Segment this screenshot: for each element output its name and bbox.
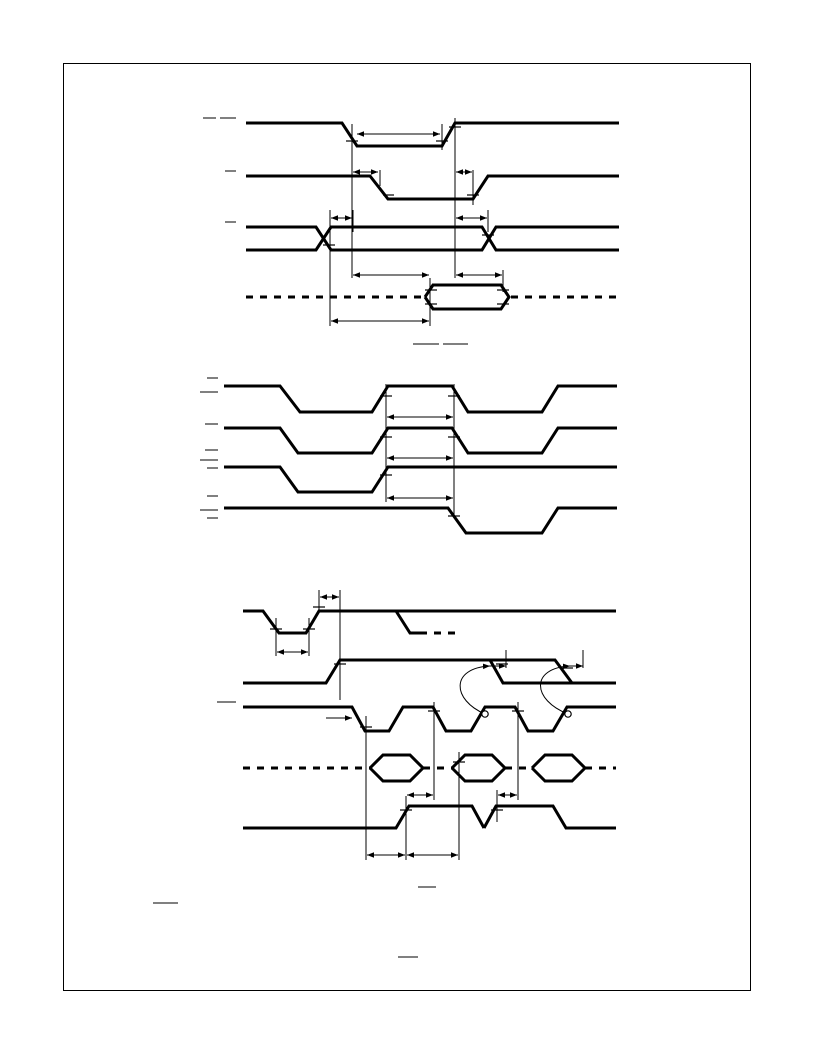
timing-diagram-1 [203,117,619,345]
d2-waveform-1 [224,384,617,414]
d3-circle-marker-2 [564,710,572,718]
d1-tick-marks [323,126,509,305]
d1-waveform-3-bus [246,225,619,252]
d3-waveform-5b [482,804,616,830]
d1-waveform-1 [246,121,619,148]
timing-diagram-2 [200,377,617,535]
d1-reference-lines [329,118,504,326]
d3-waveform-2b [490,658,616,685]
d3-circle-marker-1 [481,710,489,718]
d1-waveform-4-data [246,283,619,311]
d1-waveform-2 [246,174,619,201]
signal-name-overbars-2 [200,377,218,519]
d2-waveform-3 [224,465,617,494]
d2-tick-marks [380,395,460,517]
signal-name-overbars-1 [203,117,468,345]
d3-causality-arrows [459,663,572,718]
d2-waveform-4 [224,506,617,535]
d3-waveform-4-bus [243,753,616,783]
d3-waveform-5 [243,804,486,830]
d3-reference-lines [275,590,584,860]
d2-reference-lines [385,384,455,516]
d3-dimension-arrows [277,594,583,858]
d2-dimension-arrows [387,414,453,501]
page-border [63,63,751,991]
d3-waveform-2 [243,658,616,685]
d3-waveform-1 [243,609,616,635]
d2-waveform-2 [224,426,617,455]
signal-name-overbars-3 [153,701,436,958]
d1-dimension-arrows [331,131,502,324]
d3-waveform-3 [243,705,616,733]
timing-diagram-3 [153,590,616,958]
